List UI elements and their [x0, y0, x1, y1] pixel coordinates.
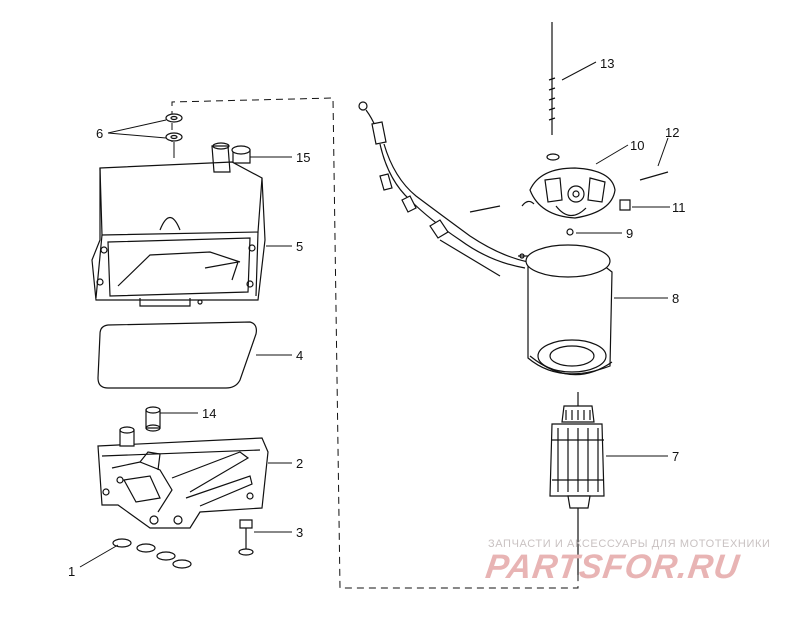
- watermark-logo: PARTSFOR.RU: [483, 548, 743, 586]
- callout-2: 2: [296, 456, 303, 471]
- callout-8: 8: [672, 291, 679, 306]
- callout-10: 10: [630, 138, 644, 153]
- part-15-bolt: [231, 145, 251, 164]
- part-1-o-rings: [112, 538, 192, 569]
- callout-15: 15: [296, 150, 310, 165]
- callout-numbers: 6 15 5 4 14 2 3 1 13 10 12 11 9 8 7: [68, 56, 686, 579]
- callout-11: 11: [672, 200, 686, 215]
- callout-5: 5: [296, 239, 303, 254]
- part-10-brush-plate: [521, 167, 631, 219]
- part-7-armature: [549, 392, 605, 575]
- callout-7: 7: [672, 449, 679, 464]
- callout-4: 4: [296, 348, 303, 363]
- part-4-gasket: [97, 321, 257, 389]
- callout-12: 12: [665, 125, 679, 140]
- part-2-base: [97, 426, 269, 529]
- callout-6: 6: [96, 126, 103, 141]
- part-8-field-frame: [525, 244, 613, 376]
- callout-14: 14: [202, 406, 216, 421]
- part-3-screw: [238, 519, 254, 556]
- part-5-cover: [91, 142, 266, 307]
- wire-harness: [358, 101, 529, 277]
- part-13-through-bolt: [546, 22, 560, 161]
- callout-3: 3: [296, 525, 303, 540]
- callout-1: 1: [68, 564, 75, 579]
- callout-9: 9: [626, 226, 633, 241]
- part-14-sleeve: [145, 406, 161, 432]
- callout-13: 13: [600, 56, 614, 71]
- leader-lines: [79, 61, 670, 568]
- watermark-caption: ЗАПЧАСТИ И АКСЕССУАРЫ ДЛЯ МОТОТЕХНИКИ: [488, 538, 771, 550]
- part-9-washer: [566, 228, 574, 236]
- part-12-brushes: [469, 171, 669, 213]
- assembly-dashed-outline: [171, 97, 579, 589]
- part-6-washers: [165, 113, 183, 158]
